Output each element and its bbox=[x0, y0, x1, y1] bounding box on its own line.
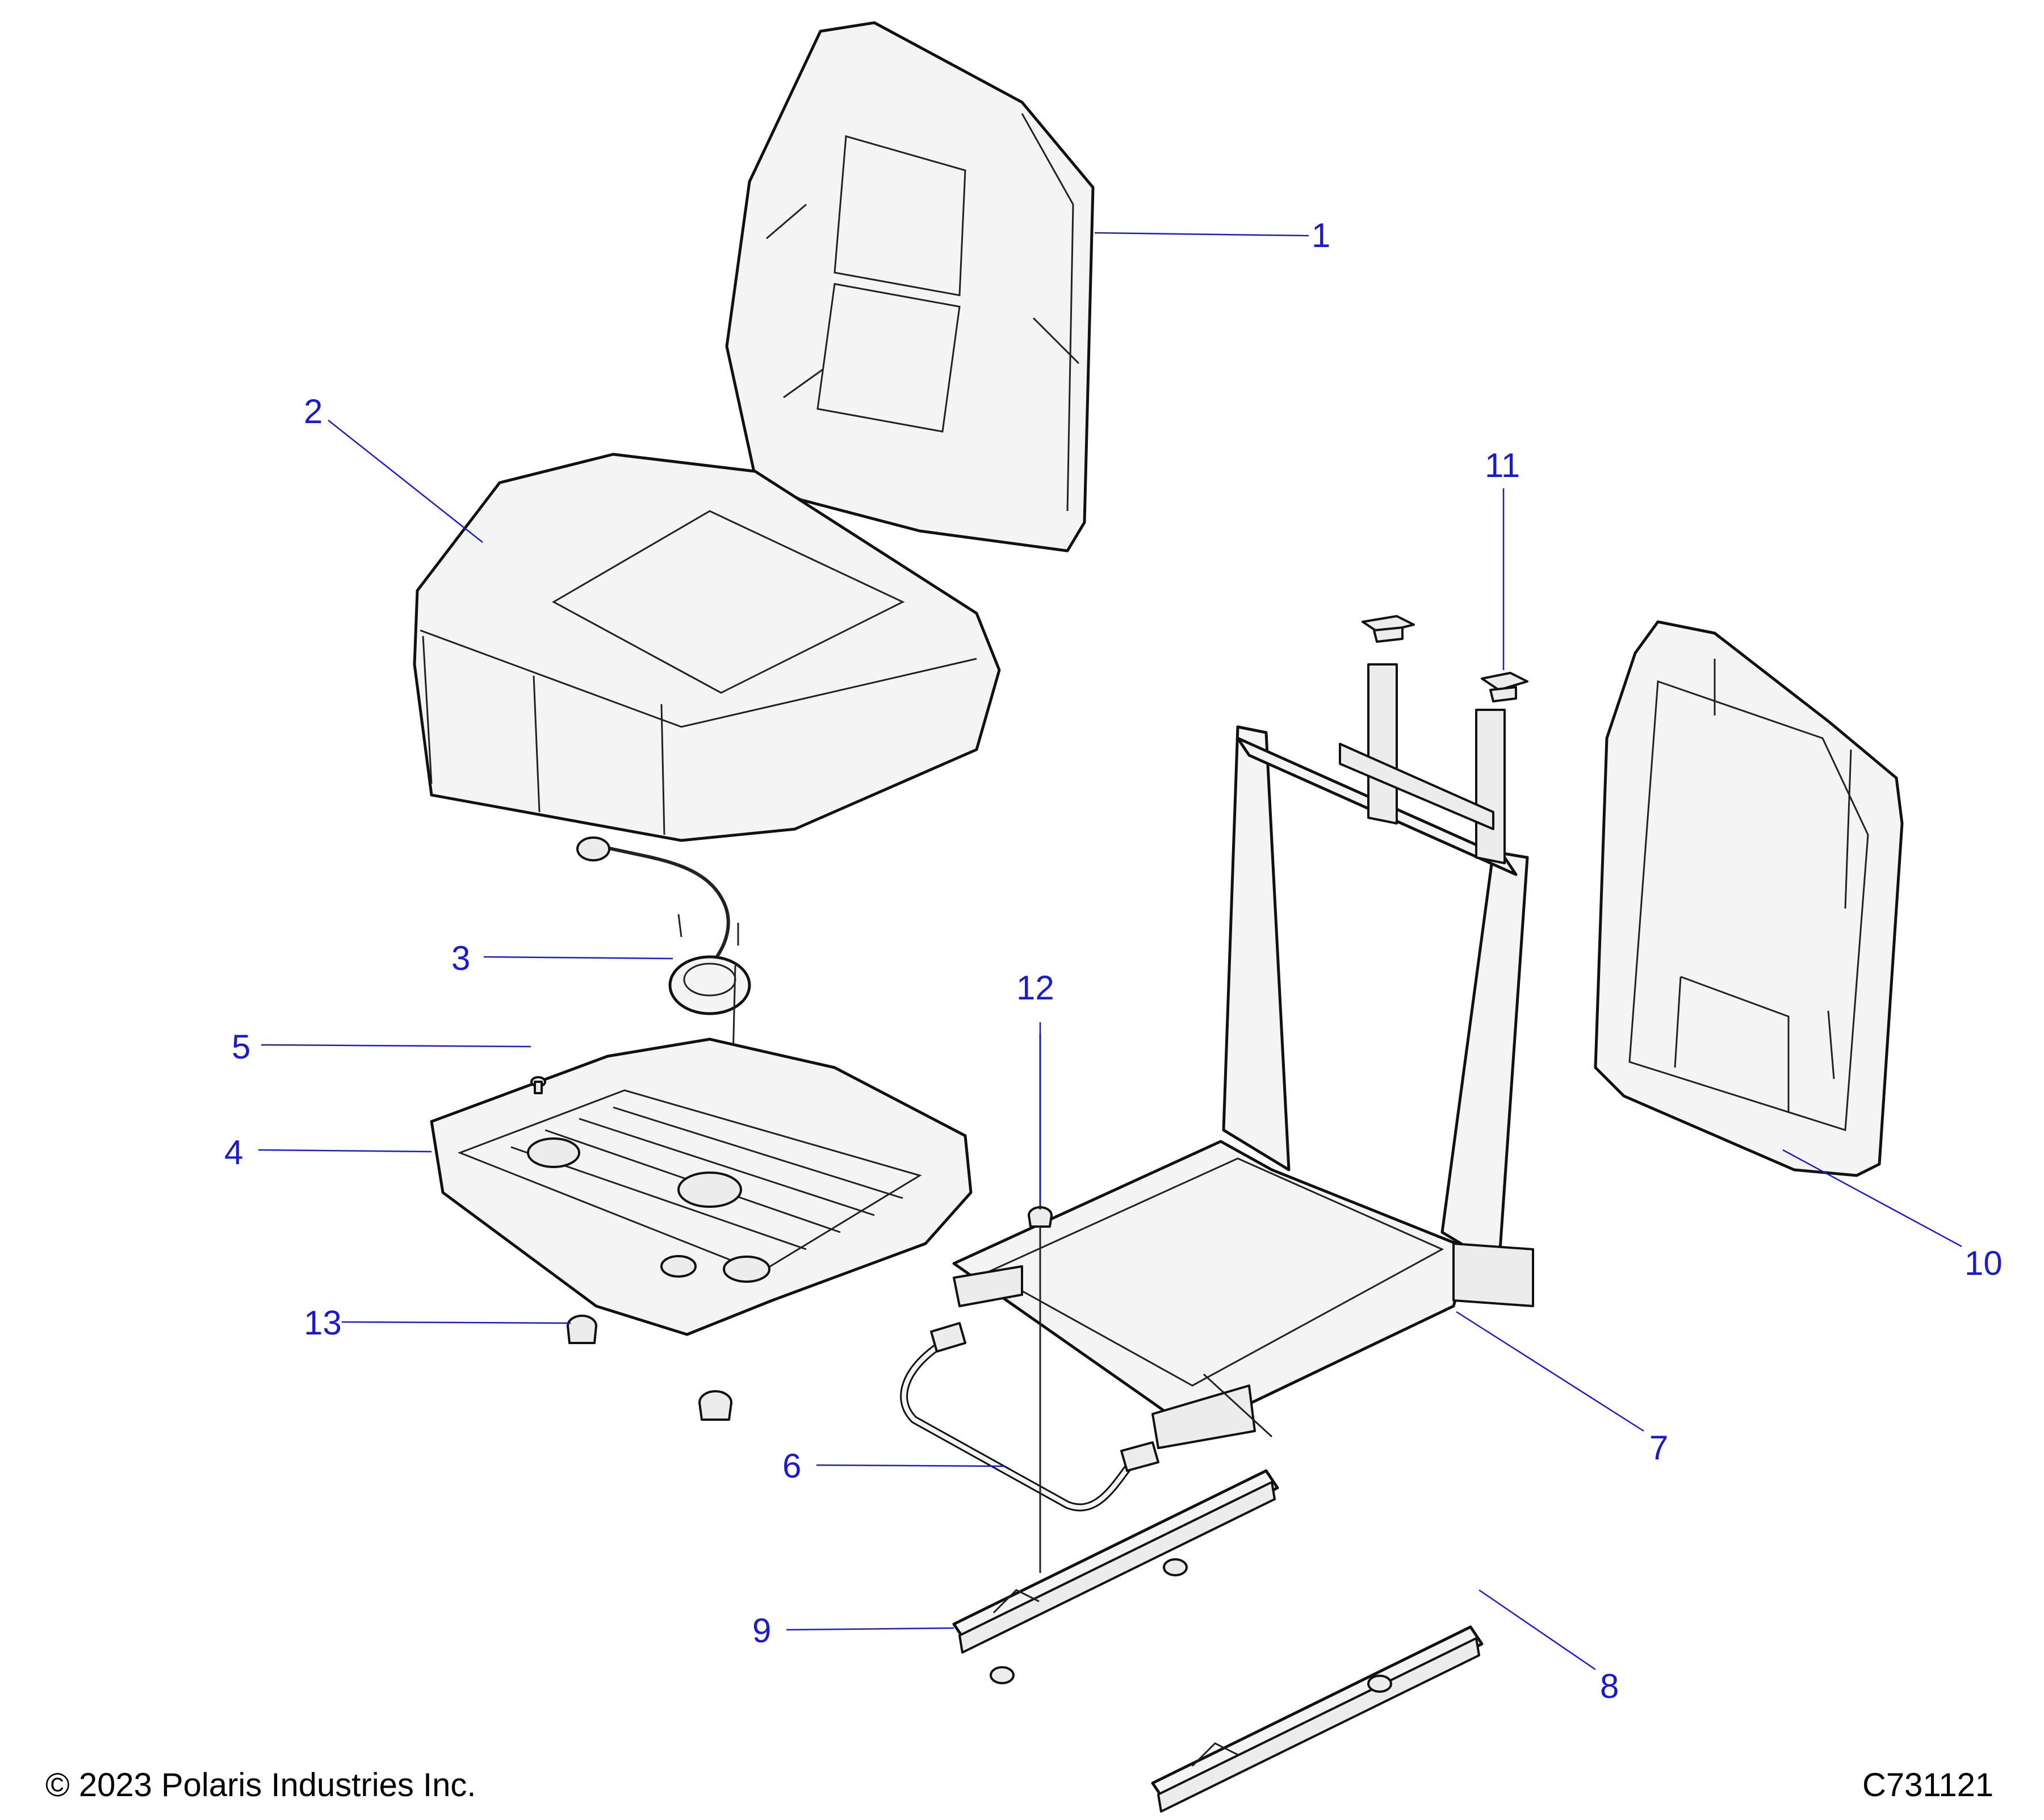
part-8-slide-rail[interactable] bbox=[1151, 1625, 1484, 1817]
part-13-nut[interactable] bbox=[567, 1315, 732, 1421]
leader-lines bbox=[258, 232, 1962, 1671]
part-3-seat-switch[interactable] bbox=[576, 836, 751, 1199]
copyright-text: © 2023 Polaris Industries Inc. bbox=[45, 1767, 476, 1804]
callout-3: 3 bbox=[451, 939, 471, 977]
part-1-seat-backrest[interactable] bbox=[725, 21, 1095, 553]
part-9-slide-rail[interactable] bbox=[952, 1227, 1279, 1684]
callout-11: 11 bbox=[1485, 446, 1521, 484]
part-7-seat-frame[interactable] bbox=[952, 663, 1534, 1449]
callout-10: 10 bbox=[1965, 1244, 2003, 1282]
part-4-seat-base[interactable] bbox=[430, 1037, 973, 1336]
callout-2: 2 bbox=[304, 392, 323, 430]
part-6-release-handle[interactable] bbox=[900, 1322, 1159, 1512]
drawing-number: C731121 bbox=[1862, 1767, 1994, 1804]
callout-1: 1 bbox=[1312, 216, 1331, 254]
callout-12: 12 bbox=[1016, 969, 1054, 1007]
part-5-screw[interactable] bbox=[530, 1076, 546, 1094]
callout-5: 5 bbox=[232, 1028, 251, 1066]
part-10-back-panel[interactable] bbox=[1594, 620, 1904, 1177]
part-2-seat-cushion[interactable] bbox=[413, 453, 1001, 842]
callout-9: 9 bbox=[752, 1612, 772, 1650]
callout-6: 6 bbox=[782, 1447, 802, 1485]
part-11-plug-cap[interactable] bbox=[1362, 615, 1528, 702]
callout-4: 4 bbox=[224, 1133, 244, 1172]
callout-8: 8 bbox=[1600, 1667, 1619, 1705]
callout-7: 7 bbox=[1649, 1429, 1669, 1467]
callout-13: 13 bbox=[304, 1304, 342, 1342]
